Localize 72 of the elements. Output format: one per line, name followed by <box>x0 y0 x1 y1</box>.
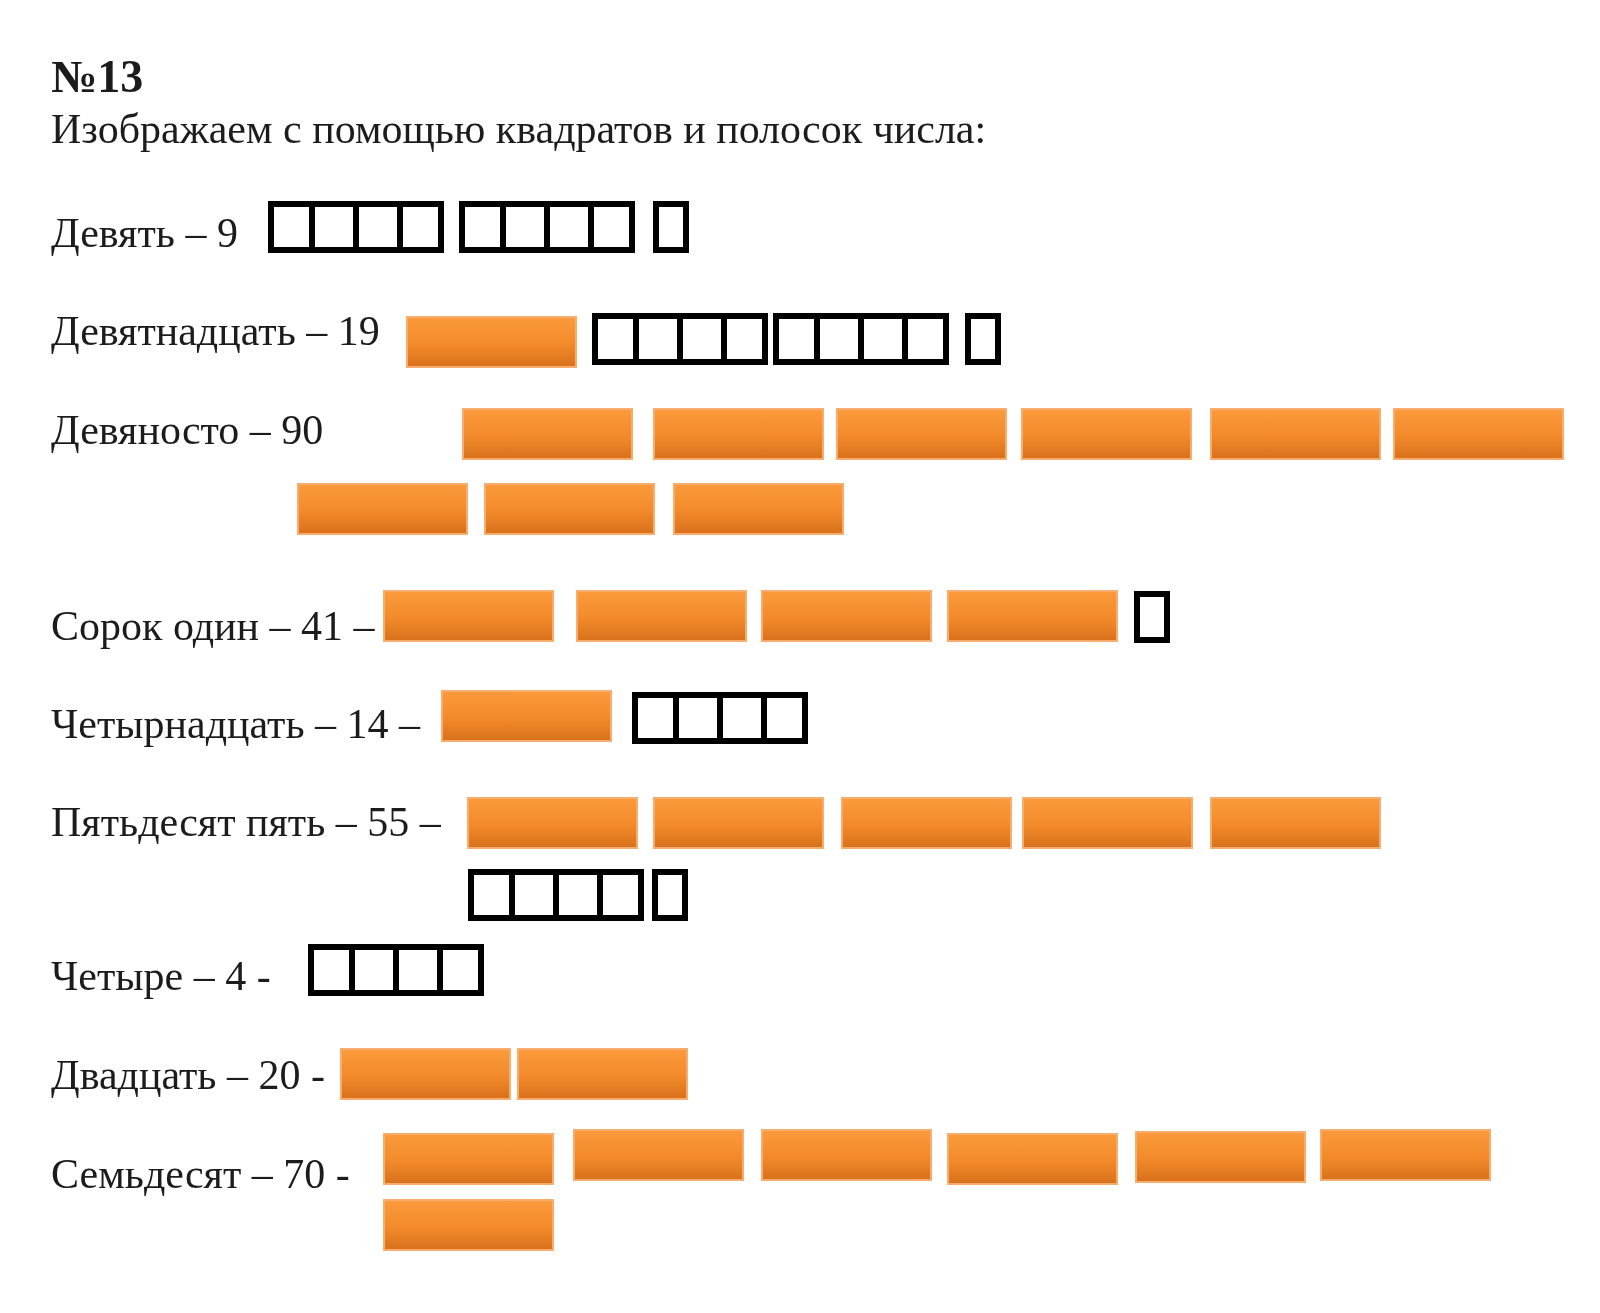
ten-strip <box>573 1129 744 1181</box>
ten-strip <box>673 483 844 535</box>
ten-strip <box>1393 408 1564 460</box>
unit-square <box>965 313 1001 365</box>
exercise-number: №13 <box>51 54 144 100</box>
ten-strip <box>947 1133 1118 1185</box>
unit-square <box>512 869 556 921</box>
ten-strip <box>1022 797 1193 849</box>
unit-square <box>600 869 644 921</box>
unit-square <box>503 201 547 253</box>
number-label: Девяносто – 90 <box>51 408 324 451</box>
ten-strip <box>653 797 824 849</box>
number-label: Четырнадцать – 14 – <box>51 702 421 745</box>
unit-square <box>468 869 512 921</box>
unit-square <box>720 692 764 744</box>
ten-strip <box>947 590 1118 642</box>
unit-square <box>861 313 905 365</box>
unit-square <box>308 944 352 996</box>
ten-strip <box>297 483 468 535</box>
ten-strip <box>340 1048 511 1100</box>
number-label: Пятьдесят пять – 55 – <box>51 800 441 843</box>
ten-strip <box>383 1133 554 1185</box>
unit-square <box>905 313 949 365</box>
unit-square <box>773 313 817 365</box>
ten-strip <box>1135 1131 1306 1183</box>
ten-strip <box>1021 408 1192 460</box>
ten-strip <box>406 316 577 368</box>
number-label: Сорок один – 41 – <box>51 604 375 647</box>
unit-square <box>817 313 861 365</box>
unit-square <box>724 313 768 365</box>
ten-strip <box>484 483 655 535</box>
unit-square <box>592 313 636 365</box>
unit-square <box>268 201 312 253</box>
ten-strip <box>653 408 824 460</box>
ten-strip <box>517 1048 688 1100</box>
ten-strip <box>1210 408 1381 460</box>
number-label: Четыре – 4 - <box>51 954 271 997</box>
number-label: Девятнадцать – 19 <box>51 309 380 352</box>
unit-square <box>547 201 591 253</box>
unit-square <box>676 692 720 744</box>
ten-strip <box>1210 797 1381 849</box>
unit-square <box>591 201 635 253</box>
unit-square <box>764 692 808 744</box>
unit-square <box>396 944 440 996</box>
ten-strip <box>1320 1129 1491 1181</box>
unit-square <box>356 201 400 253</box>
number-label: Девять – 9 <box>51 211 238 254</box>
ten-strip <box>836 408 1007 460</box>
unit-square <box>352 944 396 996</box>
ten-strip <box>467 797 638 849</box>
number-label: Семьдесят – 70 - <box>51 1152 350 1195</box>
unit-square <box>312 201 356 253</box>
ten-strip <box>761 1129 932 1181</box>
unit-square <box>653 201 689 253</box>
unit-square <box>556 869 600 921</box>
unit-square <box>632 692 676 744</box>
unit-square <box>459 201 503 253</box>
ten-strip <box>462 408 633 460</box>
ten-strip <box>841 797 1012 849</box>
unit-square <box>652 869 688 921</box>
unit-square <box>400 201 444 253</box>
ten-strip <box>576 590 747 642</box>
ten-strip <box>383 590 554 642</box>
unit-square <box>680 313 724 365</box>
unit-square <box>440 944 484 996</box>
unit-square <box>1134 591 1170 643</box>
number-label: Двадцать – 20 - <box>51 1053 325 1096</box>
instruction-text: Изображаем с помощью квадратов и полосок числа: <box>51 107 987 150</box>
unit-square <box>636 313 680 365</box>
ten-strip <box>761 590 932 642</box>
ten-strip <box>383 1199 554 1251</box>
ten-strip <box>441 690 612 742</box>
